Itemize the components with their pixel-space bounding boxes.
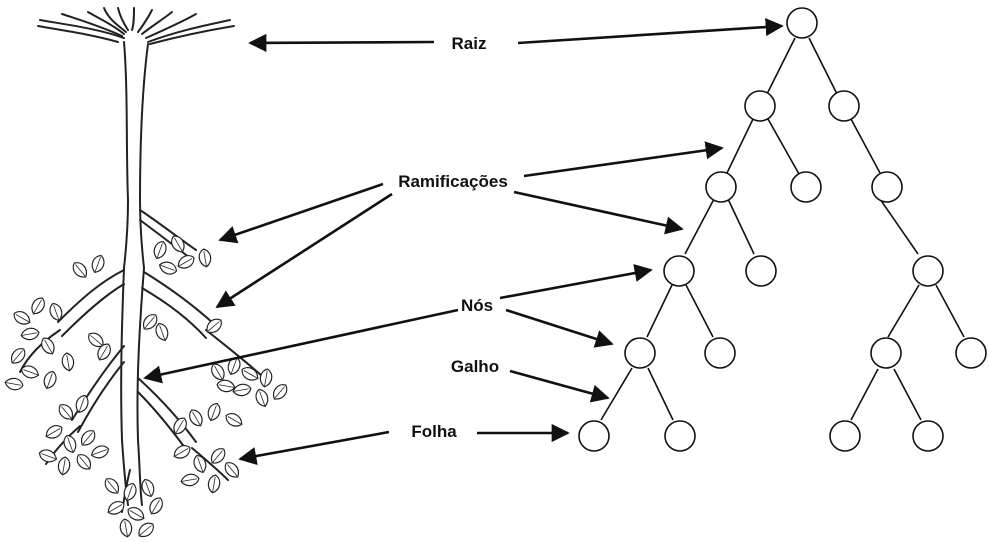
- upside-down-tree-icon: [3, 7, 291, 541]
- tree-edges: [600, 37, 965, 421]
- tree-nodes: [578, 7, 987, 452]
- tree-node: [955, 337, 987, 369]
- binary-tree-diagram: [578, 7, 987, 452]
- tree-node: [704, 337, 736, 369]
- tree-node: [790, 171, 822, 203]
- tree-trunk: [19, 7, 263, 513]
- label-root: Raiz: [452, 34, 487, 53]
- node-root: [786, 7, 818, 39]
- tree-node: [744, 90, 776, 122]
- tree-leaf-node: [912, 420, 944, 452]
- annotation-arrows: [143, 17, 784, 466]
- tree-leaf-node: [578, 420, 610, 452]
- tree-node: [870, 337, 902, 369]
- label-nodes: Nós: [461, 296, 493, 315]
- arrow-nodes-left: [143, 308, 459, 384]
- tree-node: [828, 90, 860, 122]
- arrow-branches-right-upper: [523, 141, 724, 178]
- arrow-root-left: [248, 33, 435, 53]
- tree-node: [705, 171, 737, 203]
- tree-leaf-node: [664, 420, 696, 452]
- label-branch: Galho: [451, 357, 499, 376]
- arrow-nodes-right-upper: [499, 264, 653, 300]
- label-branches: Ramificações: [398, 172, 508, 191]
- tree-node: [912, 255, 944, 287]
- arrow-leaf-left: [238, 430, 390, 466]
- tree-node: [663, 255, 695, 287]
- arrow-branch-right: [509, 369, 610, 403]
- arrow-branches-right-lower: [513, 190, 684, 235]
- label-leaf: Folha: [411, 422, 457, 441]
- tree-leaf-node: [829, 420, 861, 452]
- arrow-root-right: [517, 17, 784, 45]
- diagram-labels: Raiz Ramificações Nós Galho Folha: [398, 34, 508, 441]
- tree-node: [624, 337, 656, 369]
- tree-node: [871, 171, 903, 203]
- arrow-branches-left-upper: [218, 182, 384, 244]
- arrow-branches-left-lower: [215, 192, 393, 309]
- tree-node: [745, 255, 777, 287]
- arrow-nodes-right-lower: [505, 308, 614, 348]
